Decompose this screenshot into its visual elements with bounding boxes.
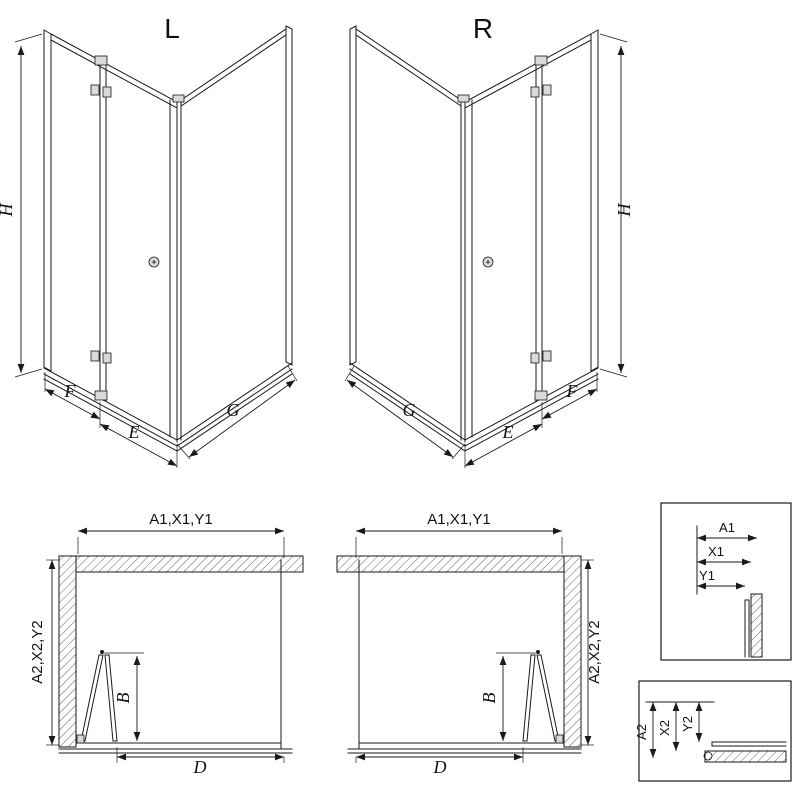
detail-dimension-y2: Y2	[680, 702, 703, 742]
dim-label-door: F	[566, 381, 579, 401]
view-left-label: L	[164, 13, 180, 44]
height-dimension: H	[599, 33, 634, 378]
dim-label-entry: E	[502, 422, 514, 442]
pivot-block	[534, 55, 548, 66]
wall-profile	[590, 29, 599, 372]
wall-hatch-top	[336, 555, 565, 573]
dim-label-entry: E	[128, 422, 140, 442]
side-width-dimension: G	[176, 365, 298, 460]
detail-dimension-a1: A1	[697, 520, 757, 542]
detail-dimension-a2: A2	[634, 702, 657, 758]
dim-label-door: F	[64, 381, 77, 401]
dim-label-top: A1,X1,Y1	[427, 511, 490, 528]
detail-dimension-x1: X1	[697, 544, 751, 566]
dim-label-x1: X1	[708, 544, 724, 559]
wall-hatch-right	[563, 555, 582, 748]
pivot-block	[76, 734, 85, 744]
wall-hatch-left	[58, 555, 77, 748]
corner-post	[172, 94, 185, 443]
folded-door	[522, 650, 564, 744]
detail-dimension-x2: X2	[657, 702, 680, 751]
profile-roll	[703, 751, 713, 761]
detail-frame	[660, 502, 792, 661]
hinge	[542, 350, 552, 362]
perspective-view-left: L	[0, 13, 298, 468]
hinge	[530, 352, 540, 364]
dim-label-door-depth: B	[113, 693, 133, 704]
hinge	[102, 352, 112, 364]
top-rail	[355, 28, 592, 109]
bifold-door	[90, 55, 171, 438]
detail-view-top: A1 X1 Y1	[660, 502, 792, 661]
wall-profile	[349, 25, 357, 366]
dim-label-y2: Y2	[680, 716, 695, 732]
pivot-block	[555, 734, 564, 744]
pivot-block	[94, 55, 108, 66]
dim-label-door-depth: B	[479, 693, 499, 704]
door-knob-center	[486, 260, 490, 264]
wall-profile-section	[744, 593, 763, 658]
dim-label-width: D	[193, 757, 207, 777]
dim-label-top: A1,X1,Y1	[149, 511, 212, 528]
door-depth-dimension: B	[479, 652, 536, 741]
perspective-view-right: R	[344, 13, 634, 468]
entry-width-dimension: E	[464, 421, 543, 468]
detail-frame	[638, 680, 792, 782]
detail-view-bottom: A2 X2 Y2	[634, 680, 792, 782]
hinge	[102, 86, 112, 98]
side-dimension: A2,X2,Y2	[581, 559, 603, 746]
hinge	[542, 84, 552, 96]
top-dimension: A1,X1,Y1	[355, 511, 563, 558]
folded-door	[76, 650, 118, 744]
hinge	[90, 350, 100, 362]
hinge	[530, 86, 540, 98]
fold-hinge	[100, 650, 104, 654]
fold-hinge	[536, 650, 540, 654]
plan-view-right: A1,X1,Y1 A2,X2,Y2 B D	[336, 511, 603, 777]
dim-label-side: A2,X2,Y2	[586, 620, 603, 683]
corner-post	[457, 94, 470, 443]
width-dimension: D	[116, 747, 285, 777]
wall-profile	[43, 29, 52, 372]
dim-label-height: H	[0, 203, 16, 218]
top-dimension: A1,X1,Y1	[77, 511, 285, 558]
top-rail	[50, 28, 287, 109]
view-right-label: R	[473, 13, 493, 44]
dim-label-a2: A2	[634, 724, 649, 740]
dim-label-side: G	[227, 400, 240, 420]
dim-label-side: G	[403, 400, 416, 420]
hinge	[90, 84, 100, 96]
dim-label-a1: A1	[719, 520, 735, 535]
entry-width-dimension: E	[99, 421, 178, 468]
door-depth-dimension: B	[104, 652, 144, 741]
wall-profile	[285, 25, 293, 366]
dim-label-side: A2,X2,Y2	[29, 620, 46, 683]
width-dimension: D	[355, 747, 524, 777]
dim-label-width: D	[433, 757, 447, 777]
detail-dimension-y1: Y1	[697, 568, 745, 590]
dim-label-height: H	[614, 203, 634, 218]
door-width-dimension: F	[44, 372, 101, 421]
pivot-block	[534, 390, 548, 401]
door-knob-center	[152, 260, 156, 264]
height-dimension: H	[0, 33, 43, 378]
door-width-dimension: F	[541, 372, 598, 421]
bifold-door	[471, 55, 552, 438]
dim-label-y1: Y1	[699, 568, 715, 583]
pivot-block	[94, 390, 108, 401]
plan-view-left: A1,X1,Y1 A2,X2,Y2 B D	[29, 511, 304, 777]
side-dimension: A2,X2,Y2	[29, 559, 59, 746]
dim-label-x2: X2	[657, 720, 672, 736]
side-width-dimension: G	[344, 365, 466, 460]
floor-profile-section	[703, 741, 787, 763]
wall-hatch-top	[75, 555, 304, 573]
